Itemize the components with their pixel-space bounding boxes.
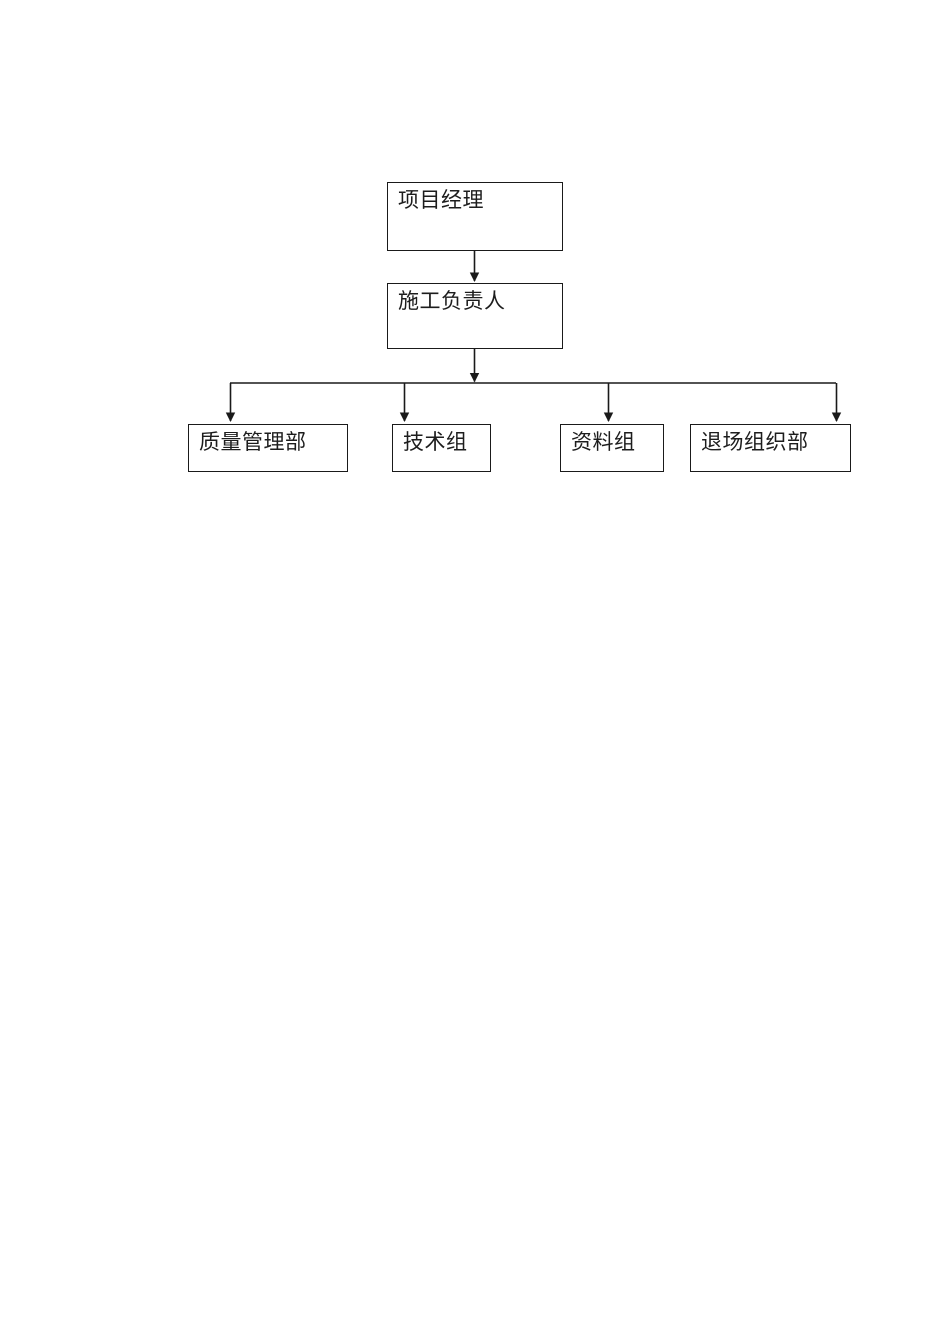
org-node-label: 技术组 [403,430,468,454]
org-node-technical-group[interactable]: 技术组 [392,424,491,472]
org-node-project-manager[interactable]: 项目经理 [387,182,563,251]
org-node-label: 资料组 [571,430,636,454]
org-node-label: 质量管理部 [199,430,307,454]
org-node-quality-dept[interactable]: 质量管理部 [188,424,348,472]
org-node-demob-dept[interactable]: 退场组织部 [690,424,851,472]
org-node-label: 施工负责人 [398,289,506,313]
org-node-label: 项目经理 [398,188,484,212]
org-node-document-group[interactable]: 资料组 [560,424,664,472]
org-node-construction-lead[interactable]: 施工负责人 [387,283,563,349]
org-node-label: 退场组织部 [701,430,809,454]
